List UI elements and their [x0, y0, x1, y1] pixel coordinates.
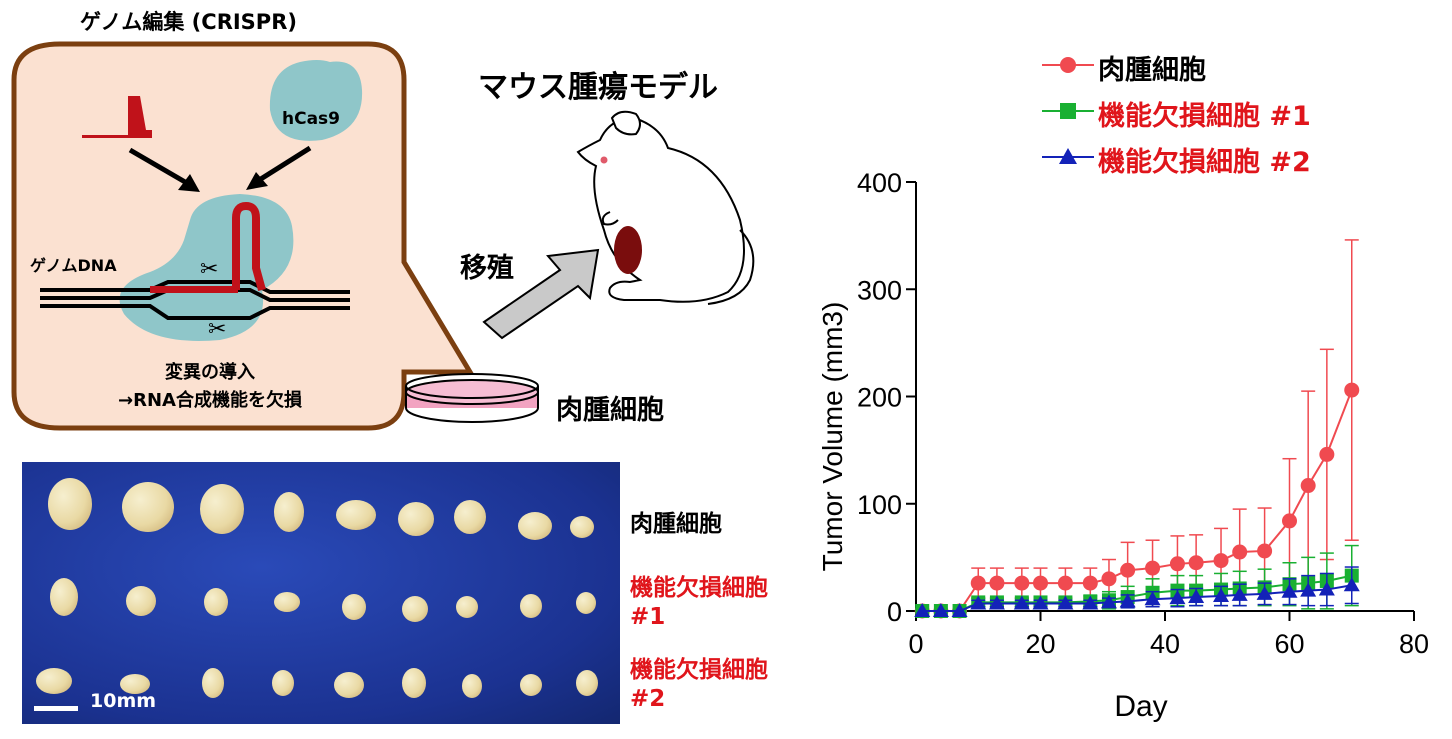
mutation-label: 変異の導入: [165, 362, 255, 383]
x-tick-label: 80: [1399, 629, 1429, 659]
mouse-model-title: マウス腫瘍モデル: [478, 70, 718, 105]
data-point: [1145, 560, 1161, 576]
data-point: [1014, 575, 1030, 591]
dna-strand-bottom: [40, 304, 350, 320]
photo-label-ko1: 機能欠損細胞: [630, 575, 768, 601]
data-point: [1082, 575, 1098, 591]
data-point: [1281, 583, 1298, 598]
bound-rna: [150, 286, 238, 293]
scale-bar: [34, 706, 78, 711]
legend-marker-square: [1042, 103, 1094, 119]
hcas9-protein: [269, 60, 363, 141]
hcas9-label: hCas9: [282, 109, 340, 129]
tumor-photo: [22, 462, 620, 724]
data-point: [1032, 595, 1049, 610]
mouse-body: [576, 116, 745, 303]
legend-label-ko1: 機能欠損細胞 #1: [1098, 101, 1311, 132]
data-point: [1169, 590, 1186, 605]
mouse-tumor: [614, 226, 642, 274]
data-point: [1082, 595, 1099, 610]
data-point: [1213, 553, 1229, 569]
photo-label-ko1-number: #1: [630, 604, 666, 630]
data-point: [1169, 556, 1185, 572]
data-point: [1300, 478, 1316, 494]
legend-marker-circle: [1042, 57, 1094, 73]
y-tick-label: 300: [857, 275, 902, 305]
data-point: [1231, 586, 1248, 601]
data-point: [1344, 382, 1360, 398]
genome-dna-label: ゲノムDNA: [30, 256, 117, 275]
data-point: [1119, 593, 1136, 608]
data-point: [1188, 589, 1205, 604]
transplant-arrow: [482, 248, 600, 340]
data-point: [1232, 544, 1248, 560]
data-point: [1343, 577, 1360, 592]
data-point: [1319, 446, 1335, 462]
arrow-right: [246, 172, 268, 190]
data-point: [951, 603, 968, 617]
rna-loss-label: →RNA合成機能を欠損: [118, 390, 302, 411]
data-point: [1213, 587, 1230, 602]
data-point: [988, 595, 1005, 610]
dna-strand-top: [40, 280, 350, 294]
photo-label-ko2: 機能欠損細胞: [630, 657, 768, 683]
y-axis-label: Tumor Volume (mm3): [817, 302, 848, 572]
legend-marker-triangle: [1042, 148, 1094, 164]
data-point: [970, 595, 987, 610]
arrow-left: [178, 174, 200, 192]
data-point: [1282, 513, 1297, 529]
data-point: [1100, 594, 1117, 609]
transplant-label: 移殖: [460, 253, 514, 284]
data-point: [1300, 582, 1317, 597]
x-tick-label: 0: [908, 629, 923, 659]
data-point: [1057, 595, 1074, 610]
x-tick-label: 40: [1150, 629, 1180, 659]
schematic-title: ゲノム編集 (CRISPR): [80, 10, 297, 34]
data-point: [1188, 555, 1204, 571]
crispr-diagram: ✂ ✂: [11, 41, 755, 431]
legend-label-sarcoma: 肉腫細胞: [1098, 55, 1206, 86]
legend-label-ko2: 機能欠損細胞 #2: [1098, 147, 1311, 178]
data-point: [1120, 562, 1136, 578]
data-point: [1318, 581, 1335, 596]
data-point: [932, 603, 949, 617]
scale-label: 10mm: [90, 690, 157, 712]
guide-rna: [82, 96, 152, 138]
data-point: [1144, 591, 1161, 606]
scissors-icon: ✂: [200, 257, 218, 282]
data-point: [1257, 543, 1273, 559]
data-point: [1033, 575, 1048, 591]
data-point: [1101, 571, 1117, 587]
data-point: [989, 575, 1005, 591]
scissors-icon-2: ✂: [208, 317, 226, 342]
photo-label-sarcoma: 肉腫細胞: [630, 511, 722, 537]
x-tick-label: 60: [1274, 629, 1304, 659]
data-point: [970, 575, 986, 591]
photo-label-ko2-number: #2: [630, 686, 666, 712]
y-tick-label: 200: [857, 383, 902, 413]
data-point: [1013, 595, 1030, 610]
y-tick-label: 100: [857, 490, 902, 520]
x-axis-label: Day: [1114, 690, 1167, 723]
data-point: [1057, 575, 1073, 591]
mouse-eye: [600, 156, 608, 164]
y-tick-label: 400: [857, 168, 902, 198]
x-tick-label: 20: [1025, 629, 1055, 659]
petri-dish-medium: [405, 379, 539, 405]
data-point: [914, 603, 931, 617]
dish-label: 肉腫細胞: [556, 395, 664, 426]
y-tick-label: 0: [887, 597, 902, 627]
cas9-complex: [119, 194, 294, 341]
data-point: [1256, 585, 1273, 600]
